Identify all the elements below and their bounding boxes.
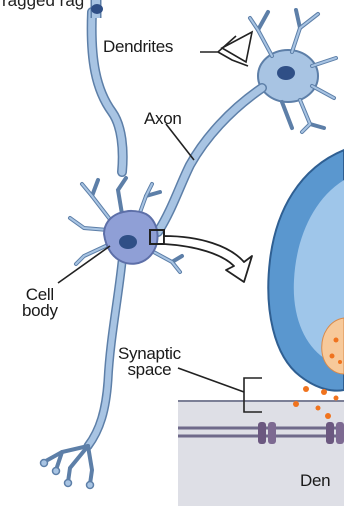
synaptic-space-label-line2: space	[118, 362, 181, 378]
upper-nucleus	[277, 66, 295, 80]
synapse-closeup	[178, 150, 344, 506]
cell-body-label-line2: body	[22, 303, 58, 319]
main-nucleus	[119, 235, 137, 249]
dendrites-label: Dendrites	[103, 38, 173, 55]
cell-body-label: Cell body	[22, 287, 58, 319]
cell-body-leader	[58, 246, 110, 283]
synaptic-space-label: Synaptic space	[118, 346, 181, 378]
postsynaptic-dendrite	[178, 400, 344, 506]
top-nucleus	[91, 4, 103, 14]
dendrite-cut-label: Den	[300, 472, 330, 489]
axon-label: Axon	[144, 110, 182, 127]
synaptic-space-leader	[178, 368, 244, 392]
axon-leader	[166, 124, 194, 160]
axon-terminal-branches	[44, 446, 92, 484]
axon-terminal-knobs	[41, 460, 94, 489]
upper-neuron-axon-upward	[92, 12, 123, 172]
